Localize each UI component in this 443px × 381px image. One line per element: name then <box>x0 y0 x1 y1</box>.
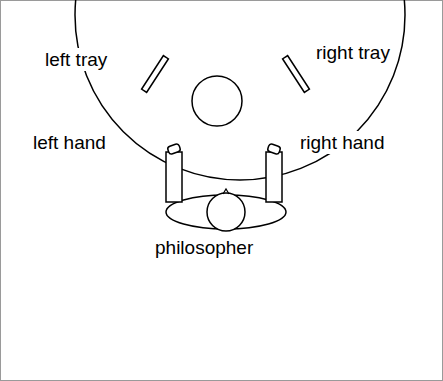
left-tray <box>142 56 169 93</box>
tray-label: left tray <box>43 48 109 71</box>
left-hand <box>167 143 181 155</box>
left-arm <box>166 152 182 202</box>
right-hand <box>267 143 281 155</box>
person-label: philosopher <box>153 236 255 259</box>
hand-label: right hand <box>298 131 387 154</box>
plate <box>192 76 242 126</box>
head-tuft <box>223 189 229 194</box>
table-edge <box>75 0 405 180</box>
right-tray <box>283 56 310 93</box>
hand-label: left hand <box>31 131 108 154</box>
right-arm <box>266 152 282 202</box>
head <box>207 193 245 231</box>
tray-label: right tray <box>314 41 392 64</box>
